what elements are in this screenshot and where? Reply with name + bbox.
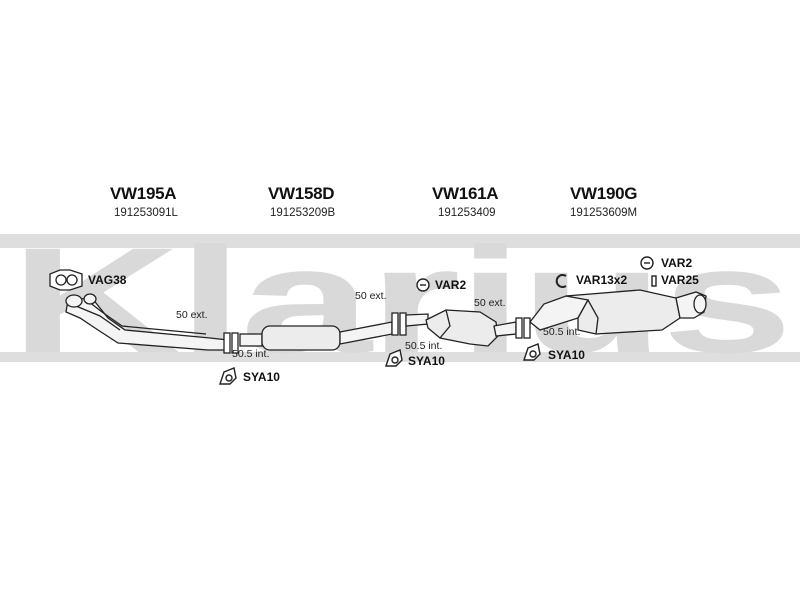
dimension-ext: 50 ext.: [176, 309, 208, 321]
accessory-label-var13x2: VAR13x2: [576, 273, 628, 287]
gasket-icon: [49, 269, 83, 291]
mounting-rubber-icon: [385, 349, 403, 367]
mounting-rubber-icon: [219, 367, 237, 385]
part-number-vw158d: 191253209B: [270, 207, 336, 219]
part-number-vw195a: 191253091L: [114, 207, 178, 219]
section-code-vw195a: VW195A: [110, 184, 177, 203]
accessory-label-vag38: VAG38: [88, 273, 127, 287]
dimension-int: 50.5 int.: [232, 348, 270, 360]
watermark-band: [0, 234, 800, 248]
clamp-ring-icon: [555, 274, 567, 288]
dimension-int: 50.5 int.: [543, 326, 581, 338]
mounting-rubber-icon: [523, 343, 541, 361]
section-code-vw161a: VW161A: [432, 184, 499, 203]
clamp-icon: [515, 317, 531, 339]
hanger-icon: [416, 278, 430, 292]
accessory-label-var2: VAR2: [435, 278, 467, 292]
accessory-label-sya10: SYA10: [548, 348, 585, 362]
accessory-label-sya10: SYA10: [408, 354, 445, 368]
rear-silencer: [529, 289, 707, 335]
dimension-ext: 50 ext.: [474, 297, 506, 309]
accessory-label-sya10: SYA10: [243, 370, 280, 384]
part-number-vw190g: 191253609M: [570, 207, 638, 219]
centre-pipe: [239, 321, 393, 351]
part-number-vw161a: 191253409: [438, 207, 496, 219]
dimension-int: 50.5 int.: [405, 340, 443, 352]
accessory-label-var25: VAR25: [661, 273, 699, 287]
dimension-ext: 50 ext.: [355, 290, 387, 302]
front-downpipe: [65, 293, 229, 351]
hanger-icon: [640, 256, 654, 270]
middle-silencer: [405, 309, 517, 347]
clamp-icon: [223, 332, 239, 354]
bolt-icon: [651, 275, 657, 287]
section-code-vw158d: VW158D: [268, 184, 335, 203]
section-code-vw190g: VW190G: [570, 184, 638, 203]
accessory-label-var2: VAR2: [661, 256, 693, 270]
